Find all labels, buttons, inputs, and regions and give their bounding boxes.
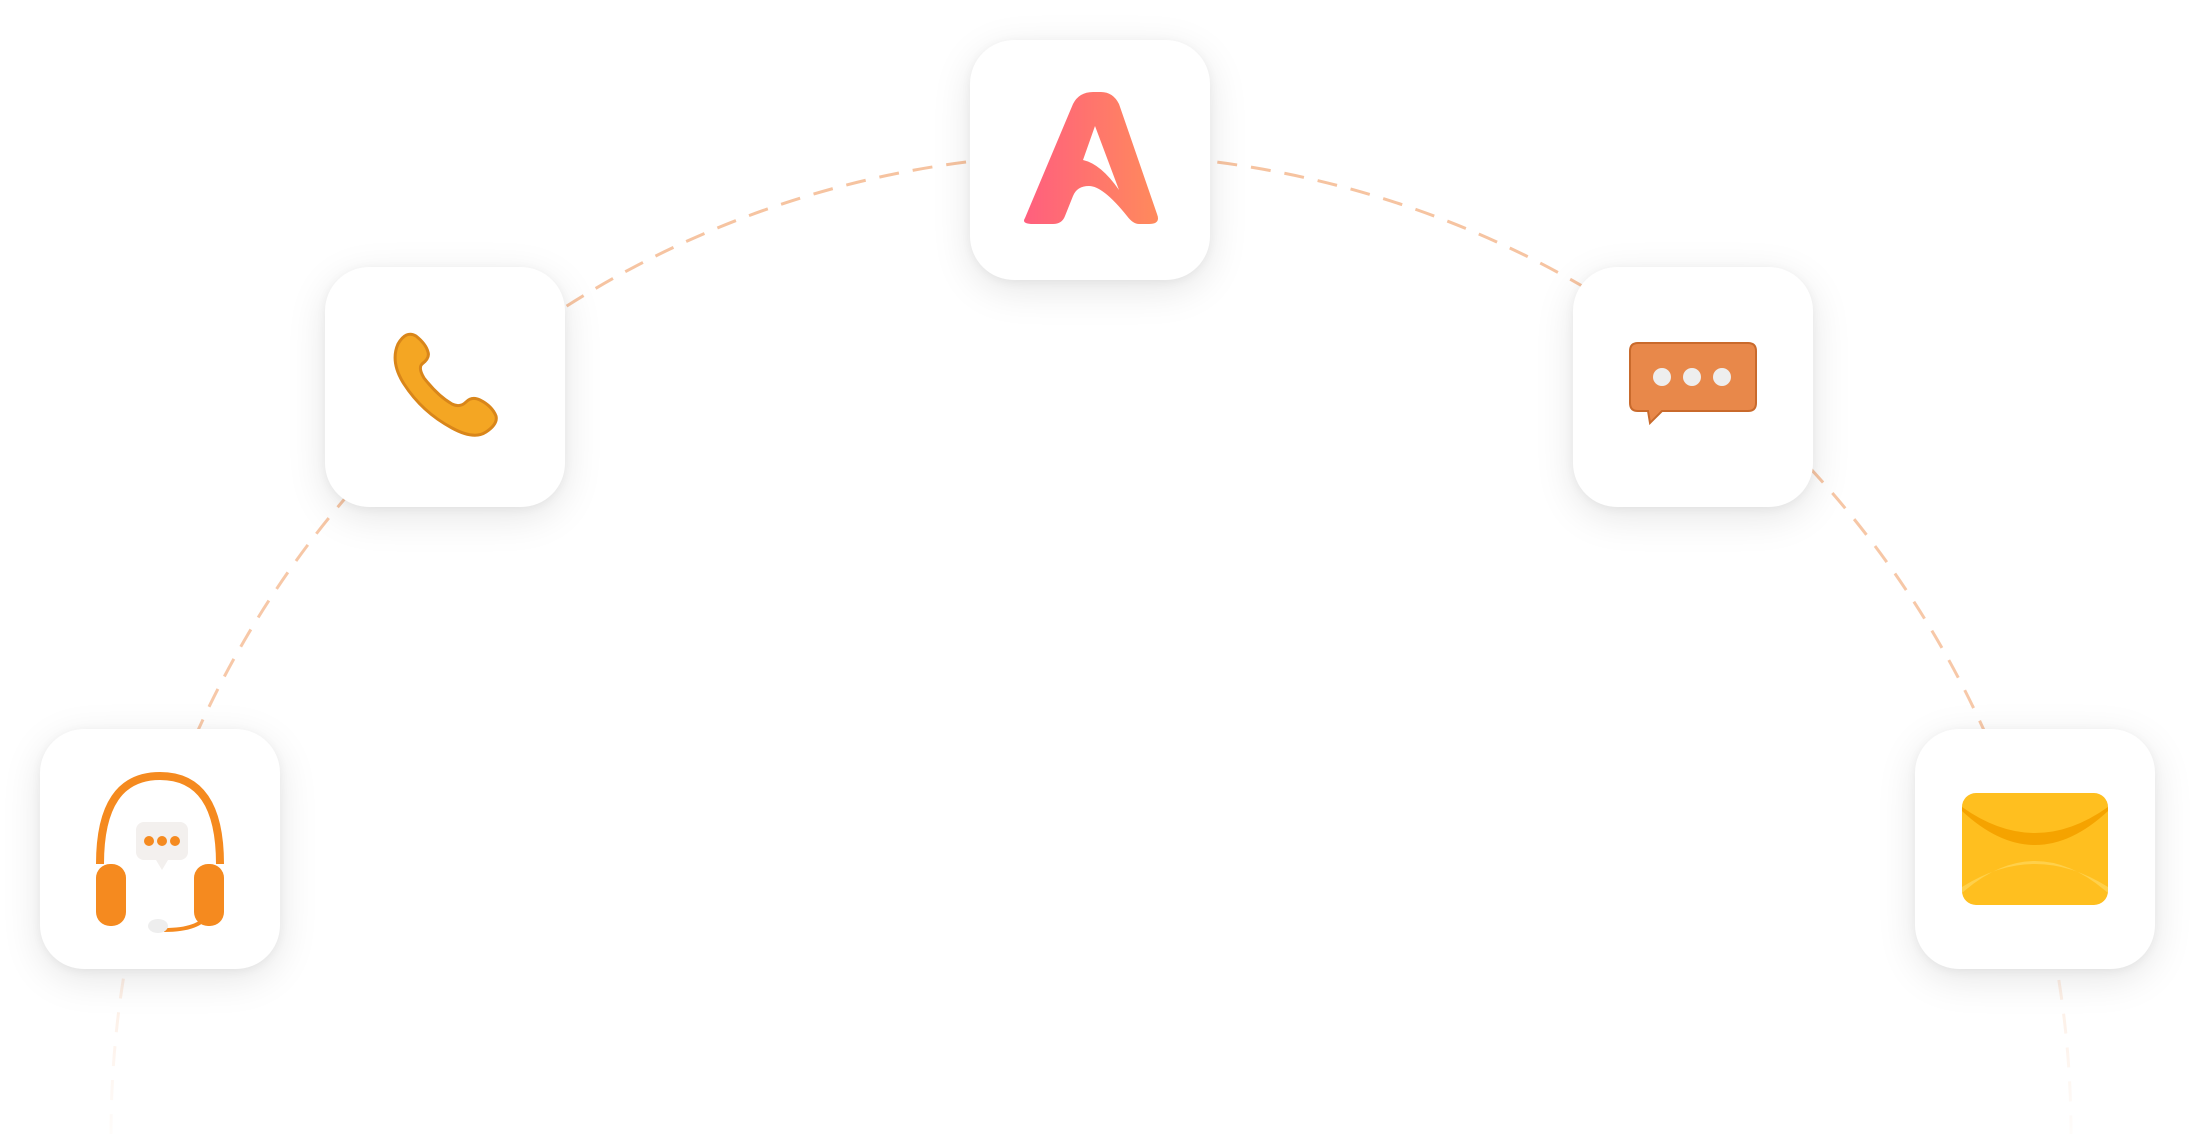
envelope-icon <box>1962 793 2108 905</box>
headset-card[interactable] <box>40 729 280 969</box>
chat-bubble-icon <box>1629 342 1757 426</box>
mail-card[interactable] <box>1915 729 2155 969</box>
chat-card[interactable] <box>1573 267 1813 507</box>
headset-support-icon <box>96 771 224 933</box>
brand-logo-a-icon <box>1024 92 1158 224</box>
phone-icon <box>393 332 498 437</box>
phone-card[interactable] <box>325 267 565 507</box>
logo-card[interactable] <box>970 40 1210 280</box>
